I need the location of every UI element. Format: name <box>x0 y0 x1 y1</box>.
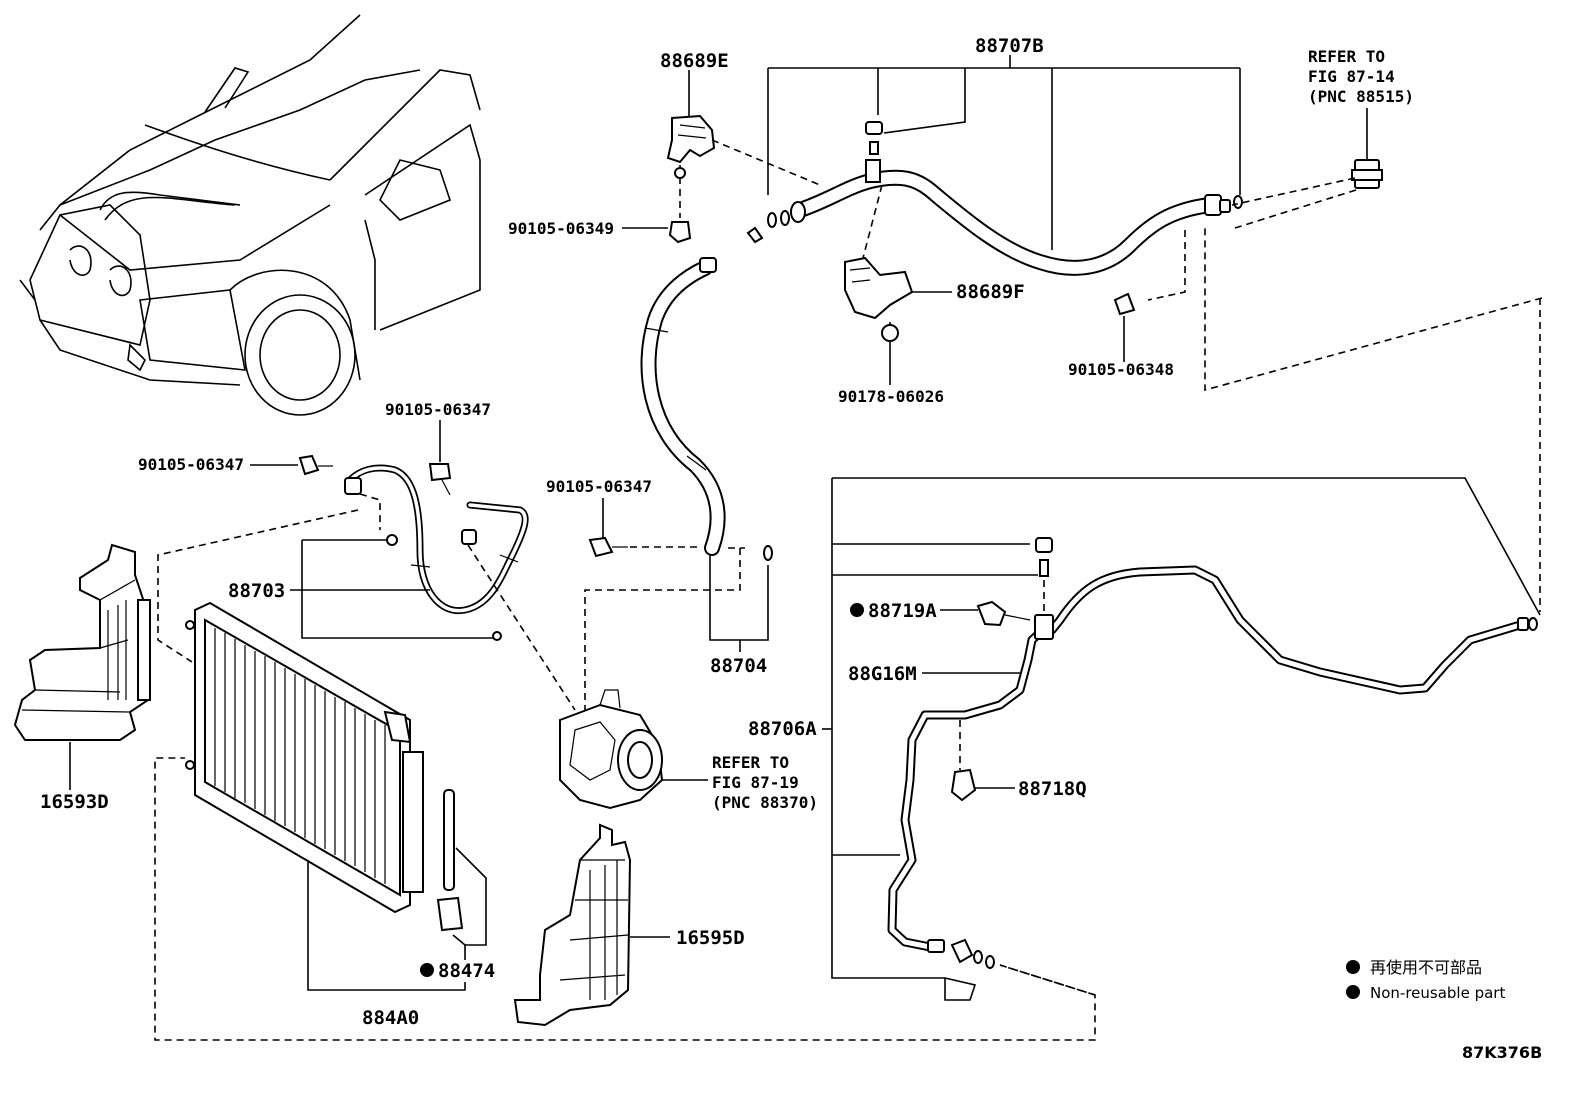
bolt-90105-06347-c <box>588 498 700 558</box>
label-88707B: 88707B <box>975 35 1044 57</box>
legend-dot-jp <box>1346 960 1360 974</box>
vehicle-illustration <box>19 14 481 416</box>
bolt-90105-06347-b <box>428 420 452 496</box>
bolt-90105-06348 <box>1113 230 1186 362</box>
bolt-90105-06347-a <box>250 454 333 476</box>
label-90105-06347-b: 90105-06347 <box>385 400 491 419</box>
label-88704: 88704 <box>710 655 767 677</box>
suction-hose-88704 <box>584 257 773 710</box>
compressor <box>559 689 708 810</box>
legend: 再使用不可部品 Non-reusable part <box>1346 958 1505 1002</box>
label-90178-06026: 90178-06026 <box>838 387 944 406</box>
legend-dot-en <box>1346 985 1360 999</box>
callout-88706A <box>822 477 1541 1001</box>
refer-fig-87-14-line3: (PNC 88515) <box>1308 87 1414 106</box>
callout-88707B <box>767 55 1241 250</box>
bracket-88689E <box>622 70 821 244</box>
expansion-valve-ref <box>1204 108 1543 392</box>
label-90105-06347-a: 90105-06347 <box>138 455 244 474</box>
label-90105-06349: 90105-06349 <box>508 219 614 238</box>
liquid-tube-88703 <box>157 464 576 711</box>
figure-id: 87K376B <box>1462 1043 1542 1062</box>
desiccant-88474 <box>436 789 487 960</box>
refer-fig-87-19-line1: REFER TO <box>712 753 789 772</box>
label-88474: 88474 <box>438 960 495 982</box>
label-88703: 88703 <box>228 580 285 602</box>
label-90105-06348: 90105-06348 <box>1068 360 1174 379</box>
seal-16595D <box>513 823 670 1027</box>
label-16593D: 16593D <box>40 791 109 813</box>
label-88719A: 88719A <box>868 600 937 622</box>
refer-fig-87-14-line2: FIG 87-14 <box>1308 67 1395 86</box>
discharge-hose-88707B <box>746 121 1243 276</box>
legend-japanese: 再使用不可部品 <box>1370 958 1482 977</box>
legend-english: Non-reusable part <box>1370 984 1505 1002</box>
pipe-88706A <box>154 298 1541 1041</box>
non-reusable-dot-88719A <box>850 603 864 617</box>
label-88718Q: 88718Q <box>1018 778 1087 800</box>
bracket-88689F <box>844 184 952 385</box>
callout-88703 <box>290 539 493 639</box>
non-reusable-dot-88474 <box>420 963 434 977</box>
label-88706A: 88706A <box>748 718 817 740</box>
seal-16593D <box>13 543 151 790</box>
refer-fig-87-19-line2: FIG 87-19 <box>712 773 799 792</box>
label-88G16M: 88G16M <box>848 663 917 685</box>
label-90105-06347-c: 90105-06347 <box>546 477 652 496</box>
refer-fig-87-14-line1: REFER TO <box>1308 47 1385 66</box>
label-16595D: 16595D <box>676 927 745 949</box>
label-884A0: 884A0 <box>362 1007 419 1029</box>
condenser-884A0 <box>185 601 466 991</box>
label-88689F: 88689F <box>956 281 1025 303</box>
refer-fig-87-19-line3: (PNC 88370) <box>712 793 818 812</box>
label-88689E: 88689E <box>660 50 729 72</box>
